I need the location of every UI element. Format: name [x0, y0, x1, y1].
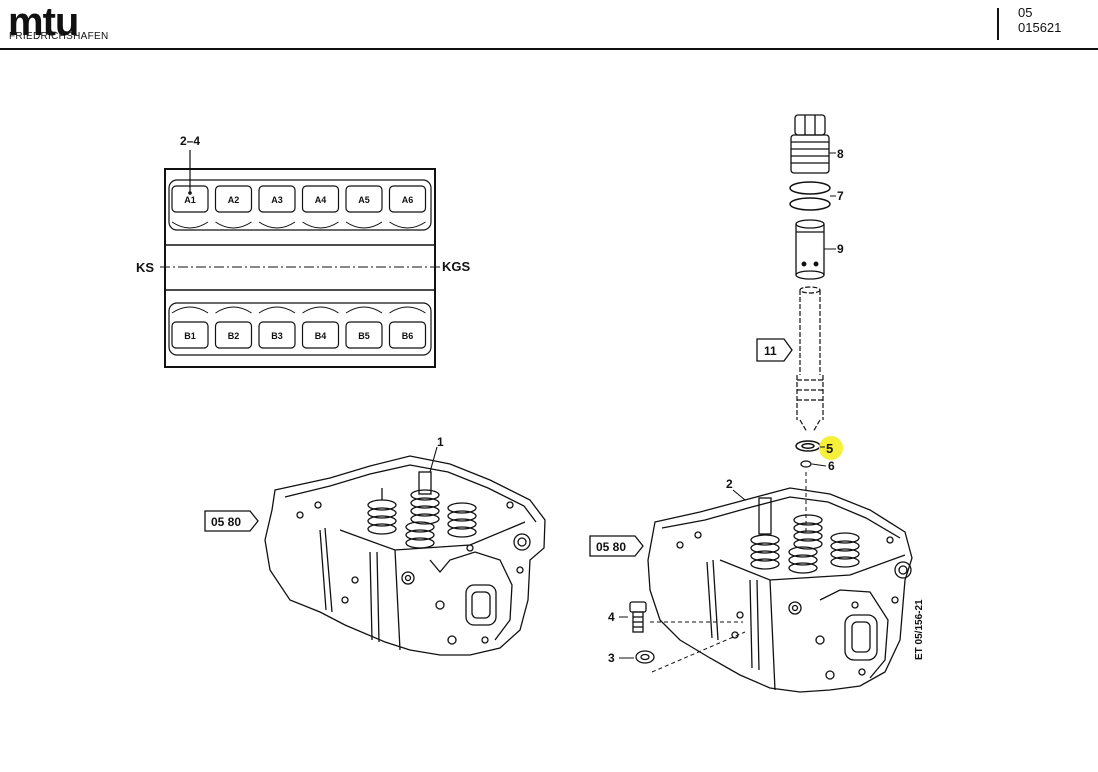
cylinder-label: B1: [184, 331, 196, 341]
cylinder-label: A2: [228, 195, 240, 205]
cylinder-outline: [214, 321, 253, 349]
cylinder-liner-arc: [389, 221, 426, 229]
cylinder-outline: [171, 321, 209, 349]
reference-left-label: 05 80: [211, 515, 241, 529]
reference-arrow-right: 05 80: [589, 535, 644, 557]
injector-sleeve-part-9: [795, 219, 825, 280]
cylinder-a4: A4: [301, 185, 340, 229]
reference-arrow-injector: 11: [756, 338, 793, 362]
cylinder-liner-arc: [302, 221, 339, 229]
reference-arrow-left: 05 80: [204, 510, 259, 532]
mtu-logo: mtu: [8, 0, 79, 44]
threaded-plug-part-4: [629, 601, 647, 633]
cylinder-a6: A6: [388, 185, 427, 229]
reference-right-label: 05 80: [596, 540, 626, 554]
cylinder-label: A1: [184, 195, 196, 205]
cylinder-outline: [258, 321, 296, 349]
cylinder-liner-arc: [389, 306, 426, 314]
sealing-ring-part-6: [800, 460, 812, 468]
cylinder-label: B3: [271, 331, 283, 341]
document-number: 015621: [1018, 20, 1062, 35]
cylinder-outline: [301, 321, 340, 349]
cylinder-b3: B3: [258, 306, 296, 349]
cylinder-label: A6: [402, 195, 414, 205]
cylinder-outline: [301, 185, 340, 213]
cylinder-label: A5: [358, 195, 370, 205]
reference-injector-label: 11: [764, 344, 777, 358]
cylinder-arrangement-diagram: [160, 168, 440, 368]
callout-part-9: 9: [837, 242, 844, 256]
cylinder-b4: B4: [301, 306, 340, 349]
callout-part-8: 8: [837, 147, 844, 161]
callout-part-4: 4: [608, 610, 615, 624]
cylinder-liner-arc: [258, 221, 296, 229]
callout-part-3: 3: [608, 651, 615, 665]
cylinder-head-right: [647, 487, 913, 693]
cylinder-label: B2: [228, 331, 240, 341]
cylinder-a5: A5: [345, 185, 383, 229]
section-number: 05: [1018, 5, 1033, 20]
cylinder-outline: [258, 185, 296, 213]
cylinder-liner-arc: [345, 221, 383, 229]
ks-label: KS: [136, 260, 154, 275]
cylinder-outline: [345, 321, 383, 349]
kgs-label: KGS: [442, 259, 471, 274]
cylinder-liner-arc: [171, 306, 209, 314]
cylinder-b2: B2: [214, 306, 253, 349]
company-name: FRIEDRICHSHAFEN: [9, 31, 109, 42]
cylinder-liner-arc: [345, 306, 383, 314]
cylinder-liner-arc: [215, 221, 252, 229]
cylinder-b5: B5: [345, 306, 383, 349]
cylinder-b6: B6: [388, 306, 427, 349]
cylinder-liner-arc: [171, 221, 209, 229]
cylinder-b1: B1: [171, 306, 209, 349]
cylinder-outline: [214, 185, 253, 213]
sealing-washer-part-5: [795, 440, 821, 452]
callout-part-6: 6: [828, 459, 835, 473]
cylinder-label: B4: [315, 331, 327, 341]
cylinder-outline: [345, 185, 383, 213]
figure-code: ET 05/156-21: [914, 599, 925, 660]
leader-part-6: [811, 463, 827, 467]
cylinder-label: B5: [358, 331, 370, 341]
injector-body-reference: [796, 286, 824, 433]
callout-part-5: 5: [826, 441, 833, 456]
assembly-line-seal: [651, 631, 746, 673]
cylinder-head-left: [264, 446, 546, 656]
cylinder-label: B6: [402, 331, 414, 341]
cylinder-a2: A2: [214, 185, 253, 229]
injector-nut-part-8: [790, 114, 830, 174]
pointer-dot: [188, 191, 192, 195]
cylinder-row-b: B1 B2 B3 B4 B5 B6: [171, 306, 427, 349]
callout-part-2: 2: [726, 477, 733, 491]
callout-part-7: 7: [837, 189, 844, 203]
cylinder-outline: [388, 185, 427, 213]
cylinder-liner-arc: [215, 306, 252, 314]
cylinder-label: A3: [271, 195, 283, 205]
cylinder-liner-arc: [302, 306, 339, 314]
callout-part-1: 1: [437, 435, 444, 449]
cylinder-liner-arc: [258, 306, 296, 314]
seal-ring-part-3: [635, 650, 655, 664]
o-rings-part-7: [789, 181, 831, 211]
cylinder-row-a: A1 A2 A3 A4 A5 A6: [171, 185, 427, 229]
callout-cylinder-pointer: 2–4: [180, 134, 200, 148]
highlight-part-5: [819, 436, 843, 460]
cylinder-outline: [388, 321, 427, 349]
cylinder-label: A4: [315, 195, 327, 205]
cylinder-a3: A3: [258, 185, 296, 229]
